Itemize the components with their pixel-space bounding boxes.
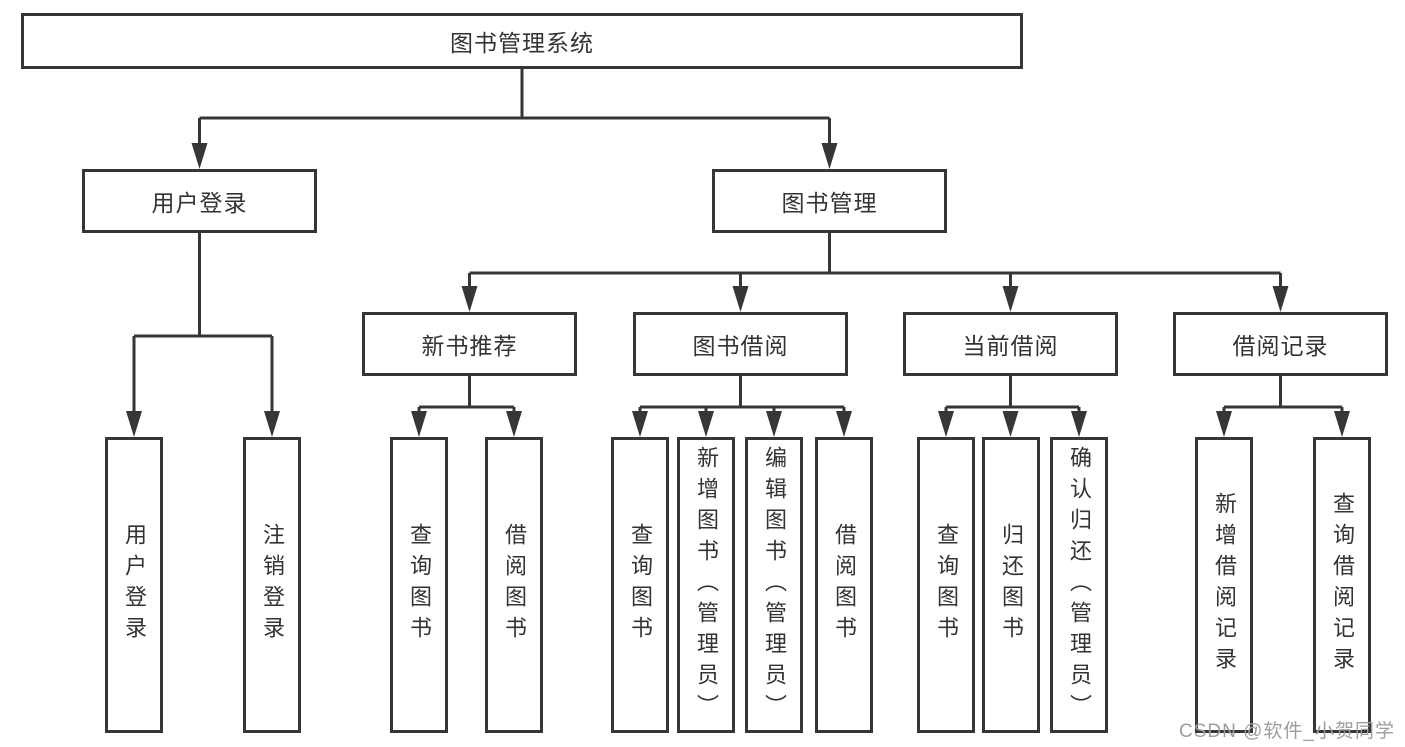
arrowheads: [126, 143, 1350, 437]
node-book-management-branch: 图书管理: [712, 169, 947, 233]
leaf-user-login: 用户登录: [105, 437, 163, 733]
leaf-label: 查询图书: [628, 523, 653, 647]
leaf-label: 注销登录: [260, 523, 285, 647]
node-label: 用户登录: [151, 190, 248, 216]
node-user-login-branch: 用户登录: [82, 169, 317, 233]
leaf-label: 新增图书（管理员）: [694, 445, 719, 725]
node-label: 图书管理系统: [450, 30, 594, 56]
leaf-label: 编辑图书（管理员）: [762, 445, 787, 725]
node-label: 当前借阅: [962, 333, 1059, 359]
leaf-label: 查询图书: [934, 523, 959, 647]
leaf-label: 确认归还（管理员）: [1067, 445, 1092, 725]
leaf-borrow-books: 借阅图书: [815, 437, 873, 733]
node-new-book-recommend: 新书推荐: [362, 312, 577, 376]
node-current-borrowing: 当前借阅: [903, 312, 1118, 376]
leaf-return-books: 归还图书: [982, 437, 1040, 733]
leaf-query-books-recommend: 查询图书: [390, 437, 448, 733]
leaf-logout: 注销登录: [243, 437, 301, 733]
node-book-management-system: 图书管理系统: [21, 13, 1023, 69]
leaf-label: 新增借阅记录: [1212, 492, 1237, 678]
leaf-add-books-admin: 新增图书（管理员）: [677, 437, 735, 733]
leaf-add-borrow-record: 新增借阅记录: [1195, 437, 1253, 733]
node-label: 新书推荐: [421, 333, 518, 359]
leaf-query-books-borrowing: 查询图书: [611, 437, 669, 733]
leaf-label: 查询图书: [407, 523, 432, 647]
leaf-edit-books-admin: 编辑图书（管理员）: [745, 437, 803, 733]
leaf-query-borrow-record: 查询借阅记录: [1313, 437, 1371, 733]
node-book-borrowing: 图书借阅: [633, 312, 848, 376]
node-label: 图书管理: [781, 190, 878, 216]
node-borrowing-records: 借阅记录: [1173, 312, 1388, 376]
leaf-query-books-current: 查询图书: [917, 437, 975, 733]
leaf-confirm-return-admin: 确认归还（管理员）: [1050, 437, 1108, 733]
node-label: 图书借阅: [692, 333, 789, 359]
leaf-label: 查询借阅记录: [1330, 492, 1355, 678]
leaf-borrow-books-recommend: 借阅图书: [485, 437, 543, 733]
node-label: 借阅记录: [1232, 333, 1329, 359]
leaf-label: 借阅图书: [502, 523, 527, 647]
leaf-label: 借阅图书: [832, 523, 857, 647]
leaf-label: 归还图书: [999, 523, 1024, 647]
leaf-label: 用户登录: [122, 523, 147, 647]
